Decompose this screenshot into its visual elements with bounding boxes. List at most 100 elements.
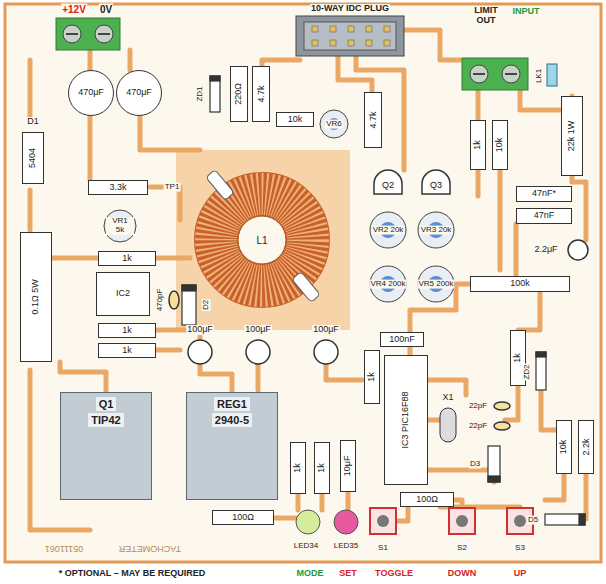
connector-label: 10-WAY IDC PLUG xyxy=(310,4,390,14)
part-name: VR1 5k xyxy=(106,217,134,235)
part-name: S1 xyxy=(377,544,389,553)
part-name: VR3 20k xyxy=(420,226,453,235)
component-label: 1k xyxy=(513,353,523,363)
supply-label: 0V xyxy=(99,4,113,15)
idc-plug xyxy=(296,16,404,56)
resistor-body: 1k xyxy=(314,442,330,494)
resistor-body: 100Ω xyxy=(212,510,274,525)
component-label: 220Ω xyxy=(234,83,244,105)
heatsink: REG12940-5 xyxy=(186,392,278,500)
part-name: LED35 xyxy=(333,542,359,551)
pushbutton xyxy=(370,508,533,534)
button-function: UP xyxy=(513,569,528,579)
supply-label: +12V xyxy=(61,4,87,15)
part-value: 100μF xyxy=(186,325,214,335)
resistor-body: 100k xyxy=(470,276,570,292)
component-label: 4.7k xyxy=(256,85,266,102)
component-label: 2.2k xyxy=(581,438,591,455)
component-label: 22k 1W xyxy=(567,121,577,152)
terminal-label: INPUT xyxy=(512,7,541,17)
part-name: D2 xyxy=(202,299,211,311)
part-name: S3 xyxy=(514,544,526,553)
component-label: 100k xyxy=(510,279,530,289)
component-label: 5404 xyxy=(28,148,38,168)
part-name: Q2 xyxy=(381,181,395,191)
part-name: VR6 xyxy=(325,120,343,129)
component-label: 2940-5 xyxy=(212,413,252,427)
part-name: D3 xyxy=(469,460,481,469)
component-label: 100Ω xyxy=(232,513,254,523)
resistor-body: 10k xyxy=(492,120,508,170)
part-name: LK1 xyxy=(535,68,544,84)
resistor-body: 1k xyxy=(98,323,156,338)
part-name: D5 xyxy=(527,516,539,525)
board-outline xyxy=(5,4,601,562)
board-title: TACHOMETER xyxy=(118,543,182,553)
resistor-body: 10k xyxy=(276,112,314,127)
resistor-body: 1k xyxy=(470,120,486,170)
diode-body: 5404 xyxy=(22,132,44,184)
component-label: 47nF* xyxy=(532,189,556,199)
part-name: X1 xyxy=(441,393,454,403)
copper-traces xyxy=(30,30,586,530)
component-label: 100nF xyxy=(389,335,415,345)
component-label: 10k xyxy=(559,440,569,455)
resistor-body: 1k xyxy=(98,343,156,358)
component-label: 1k xyxy=(122,326,132,336)
component-label: 10μF xyxy=(343,456,353,477)
component-label: 1k xyxy=(367,372,377,382)
part-value: 100μF xyxy=(312,325,340,335)
capacitor-body: 10μF xyxy=(340,440,356,492)
capacitor-body: 470μF xyxy=(68,70,114,116)
part-value: 470pF xyxy=(156,288,165,313)
component-label: 1k xyxy=(122,254,132,264)
diode-symbol xyxy=(182,76,585,525)
resistor-body: 100Ω xyxy=(400,492,454,507)
button-function: DOWN xyxy=(447,569,478,579)
button-function: TOGGLE xyxy=(374,569,414,579)
button-function: MODE xyxy=(296,569,325,579)
board-code: 05111061 xyxy=(44,543,85,553)
component-label: 470μF xyxy=(126,88,152,98)
button-function: SET xyxy=(338,569,358,579)
toroid-inductor xyxy=(206,170,320,303)
part-name: Q3 xyxy=(429,181,443,191)
part-name: LED34 xyxy=(293,542,319,551)
test-point-label: TP1 xyxy=(164,183,181,192)
resistor-body: 2.2k xyxy=(578,420,594,474)
resistor-body: 4.7k xyxy=(364,92,382,148)
capacitor-body: 470μF xyxy=(116,70,162,116)
component-label: 1k xyxy=(473,140,483,150)
component-label: 10k xyxy=(495,138,505,153)
resistor-body: 3.3k xyxy=(88,180,148,195)
part-value: 2.2μF xyxy=(533,245,558,255)
part-name: D1 xyxy=(26,117,40,127)
component-label: 47nF xyxy=(534,211,555,221)
copper-fill xyxy=(176,150,350,330)
capacitor-body: 47nF* xyxy=(516,186,572,202)
link-jumper xyxy=(547,64,557,86)
component-label: 1k xyxy=(122,346,132,356)
resistor-body: 1k xyxy=(364,350,380,404)
part-value: 22pF xyxy=(468,402,488,411)
resistor-body: 10k xyxy=(556,420,572,474)
component-label: 100Ω xyxy=(416,495,438,505)
resistor-body: 4.7k xyxy=(252,66,270,122)
component-label: 0.1Ω 5W xyxy=(31,279,41,314)
ic-body: IC2 xyxy=(96,272,150,316)
terminal-label: LIMIT OUT xyxy=(467,6,505,26)
part-name: ZD1 xyxy=(196,85,205,102)
resistor-body: 1k xyxy=(98,251,156,266)
capacitor-body: 47nF xyxy=(516,208,572,224)
trimpot xyxy=(104,110,454,302)
component-label: Q1 xyxy=(96,397,117,411)
heatsink: Q1TIP42 xyxy=(60,392,152,500)
led xyxy=(296,510,358,534)
resistor-body: 0.1Ω 5W xyxy=(20,232,52,362)
capacitor-body: 100nF xyxy=(380,332,424,347)
resistor-body: 22k 1W xyxy=(561,96,583,176)
part-name: VR4 200k xyxy=(369,280,406,289)
part-value: 100μF xyxy=(244,325,272,335)
crystal xyxy=(440,408,456,442)
component-label: 1k xyxy=(317,463,327,473)
